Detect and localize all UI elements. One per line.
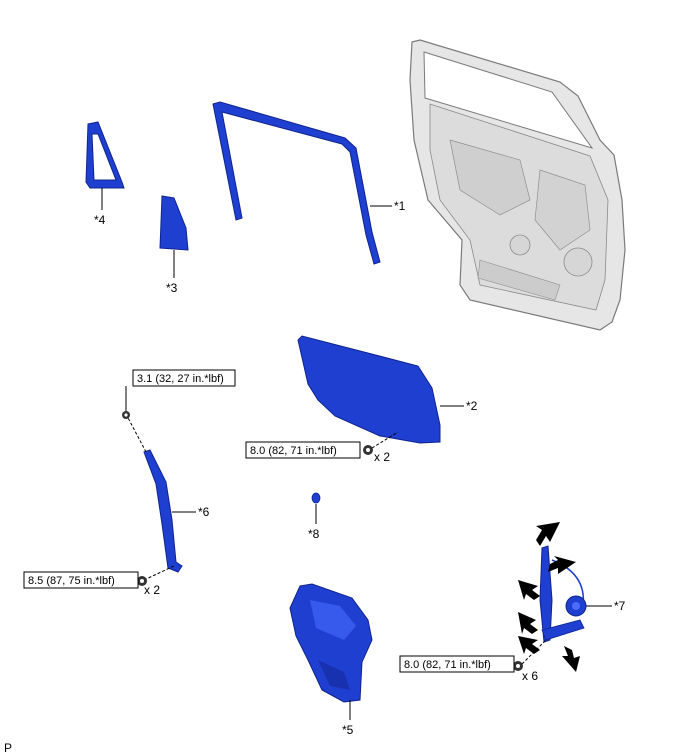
bolt-icon	[122, 411, 130, 419]
callout-2: *2	[466, 399, 478, 413]
callout-1: *1	[394, 199, 406, 213]
qty-regulator: x 6	[522, 669, 538, 683]
rear-door-panel	[409, 39, 626, 331]
part-6-rear-run-channel	[143, 449, 183, 573]
callout-4: *4	[94, 213, 106, 227]
arrow-icon	[518, 522, 580, 672]
footer-mark: P	[4, 741, 12, 755]
torque-box-channel-lower	[23, 571, 139, 589]
callout-5: *5	[342, 723, 354, 737]
torque-glass: 8.0 (82, 71 in.*lbf)	[250, 445, 337, 457]
qty-channel-lower: x 2	[144, 583, 160, 597]
regulator-bolt-line	[521, 639, 547, 665]
torque-channel-upper: 3.1 (32, 27 in.*lbf)	[137, 373, 224, 385]
callout-6: *6	[198, 505, 210, 519]
part-5-service-cover	[289, 583, 373, 703]
torque-box-channel-upper	[132, 369, 236, 387]
qty-glass: x 2	[374, 450, 390, 464]
part-3-quarter-glass	[159, 195, 189, 251]
part-2-door-glass	[297, 335, 441, 444]
upper-bolt-line	[125, 413, 147, 453]
part-4-quarter-window-frame	[85, 121, 125, 189]
bolt-icon	[363, 445, 373, 455]
torque-regulator: 8.0 (82, 71 in.*lbf)	[404, 659, 491, 671]
callout-8: *8	[308, 527, 320, 541]
lower-bolt-line	[143, 565, 175, 581]
glass-bolt-line	[371, 431, 399, 449]
part-1-door-frame-moulding	[212, 101, 381, 265]
callout-3: *3	[166, 281, 178, 295]
callout-7: *7	[614, 599, 626, 613]
torque-channel-lower: 8.5 (87, 75 in.*lbf)	[28, 575, 115, 587]
bolt-icon	[513, 661, 523, 671]
bolt-icon	[137, 576, 147, 586]
torque-box-regulator	[399, 655, 515, 673]
part-8-bumper	[311, 492, 321, 504]
torque-box-glass	[245, 441, 361, 459]
